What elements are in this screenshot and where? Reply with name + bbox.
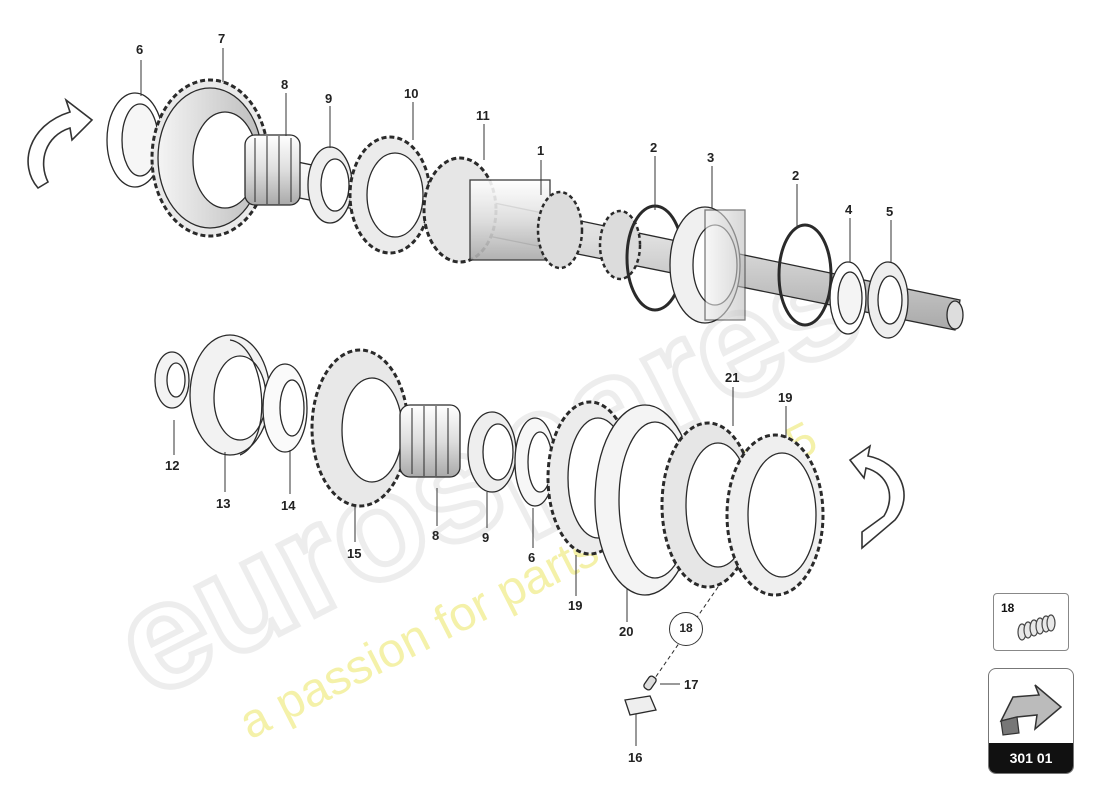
synchro-ring-19b	[725, 433, 825, 597]
lower-assembly	[154, 334, 825, 716]
callout-20: 20	[619, 624, 633, 639]
callout-8b: 8	[432, 528, 439, 543]
callout-1: 1	[537, 143, 544, 158]
lock-washer-4	[829, 261, 867, 335]
needle-bearing-8a	[244, 134, 301, 206]
detent-16	[624, 695, 657, 716]
callout-14: 14	[281, 498, 296, 513]
circlip-2b	[777, 223, 833, 327]
thrust-washer-6	[106, 92, 164, 188]
callout-19: 19	[568, 598, 582, 613]
callout-11: 11	[476, 108, 490, 123]
callout-15: 15	[347, 546, 361, 561]
needle-bearing-8b	[399, 404, 461, 478]
callout-19b: 19	[778, 390, 792, 405]
callout-13: 13	[216, 496, 230, 511]
leader-lines	[140, 48, 892, 746]
part-thumbnail-18[interactable]: 18	[993, 593, 1069, 651]
callout-10: 10	[404, 86, 418, 101]
callout-21: 21	[725, 370, 739, 385]
callout-2b: 2	[792, 168, 799, 183]
main-shaft-1	[536, 190, 642, 281]
callout-12: 12	[165, 458, 179, 473]
reference-code: 301 01	[989, 743, 1073, 773]
ball-bearing-3	[669, 206, 746, 324]
ring-12	[154, 351, 190, 409]
upper-shaft-assembly	[106, 78, 964, 339]
reference-panel[interactable]: 301 01	[988, 668, 1074, 774]
callout-5: 5	[886, 204, 893, 219]
spring-17	[643, 675, 657, 691]
nut-5	[867, 261, 909, 339]
callout-17: 17	[684, 677, 698, 692]
callout-3: 3	[707, 150, 714, 165]
thumbnail-number: 18	[1001, 601, 1015, 615]
callout-8: 8	[281, 77, 288, 92]
callout-7: 7	[218, 31, 225, 46]
callout-2: 2	[650, 140, 657, 155]
gear-10	[348, 135, 432, 255]
callout-4: 4	[845, 202, 853, 217]
callout-9: 9	[325, 91, 332, 106]
bushing-9a	[307, 146, 353, 224]
callout-16: 16	[628, 750, 642, 765]
callout-6b: 6	[528, 550, 535, 565]
callout-6: 6	[136, 42, 143, 57]
ring-14	[262, 363, 308, 453]
ring-6b	[514, 417, 556, 507]
gear-15	[310, 348, 410, 508]
spring-icon	[1017, 614, 1056, 641]
rotation-arrow-right-icon	[848, 444, 905, 550]
bushing-9b	[467, 411, 517, 493]
detail-callout-18: 18	[669, 612, 703, 646]
view-arrow-icon	[999, 684, 1063, 736]
gear-11	[422, 156, 551, 264]
callout-9b: 9	[482, 530, 489, 545]
bearing-13	[189, 334, 271, 456]
rotation-arrow-left-icon	[27, 97, 94, 190]
callout-labels: 6 7 8 9 10 11 1 2 3 2 4 5 12 13 14 15 8 …	[136, 31, 893, 765]
gear-7	[150, 78, 270, 238]
